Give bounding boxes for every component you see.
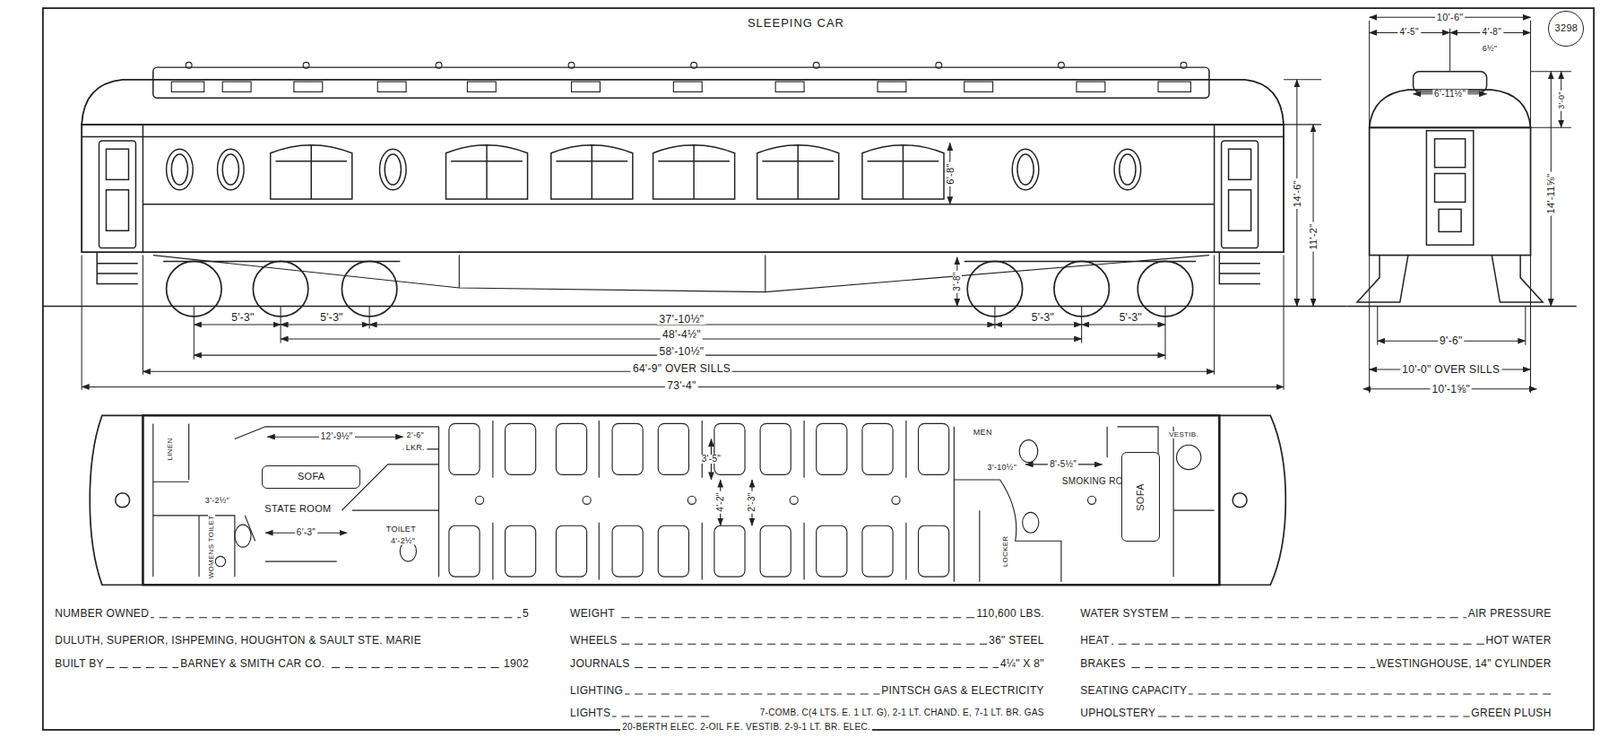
dimension-label: 5'-3" [229,311,256,323]
plan-label: 12'-9½" [319,432,355,442]
spec-table-cell: 1902 [501,657,531,669]
plan-label: MEN [971,427,995,436]
plan-label: WOMENS TOILET [207,513,216,581]
plan-label: TOILET [384,524,418,533]
spec-table-cell: SEATING CAPACITY [1078,684,1189,696]
spec-table-cell: JOURNALS [568,657,632,669]
spec-table-cell: PINTSCH GAS & ELECTRICITY [879,684,1047,696]
dimension-label: 10'-1⅝" [1429,383,1472,395]
sofa-outline: SOFA [1121,451,1160,542]
drawing-number: 3298 [1555,23,1579,34]
spec-table-cell: WEIGHT [568,607,617,619]
plan-label: LOCKER [1002,533,1010,569]
sofa-label: SOFA [1135,483,1146,511]
plan-label: 4'-2½" [389,536,417,545]
spec-table-cell: 110,600 LBS. [974,607,1046,619]
spec-table-cell: 36" STEEL [986,634,1047,646]
dimension-label: 5'-3" [318,311,345,323]
plan-label: STATE ROOM [262,502,333,513]
spec-table-cell: BRAKES [1078,657,1128,669]
dimension-label: 58'-10½" [657,345,707,357]
dimension-label: 11'-2" [1308,222,1319,252]
spec-table-cell: LIGHTS [568,707,613,718]
spec-table-cell: 20-BERTH ELEC. 2-OIL F.E. VESTIB. 2-9-1 … [620,722,873,732]
spec-table-cell: NUMBER OWNED [52,607,151,619]
dimension-label: 6'-11½" [1432,89,1468,99]
plan-label: 3'-2½" [203,495,232,504]
dimension-label: 14'-11⅝" [1546,172,1557,217]
plan-label: LINEN [166,435,174,462]
dimension-label: 10'-0" OVER SILLS [1400,363,1502,375]
spec-table-cell: BARNEY & SMITH CAR CO. [178,657,327,669]
plan-label: 2'-6" [405,430,426,439]
spec-table-cell: WATER SYSTEM [1078,607,1170,619]
spec-table-cell: BUILT BY [52,657,106,669]
dimension-label: 10'-6" [1435,12,1466,23]
sofa-outline: SOFA [261,465,361,489]
plan-label: 4'-2" [716,490,726,513]
spec-table-cell: WHEELS [568,634,619,646]
dimension-label: 9'-6" [1437,335,1464,346]
plan-label: LKR. [404,442,427,451]
spec-table-cell: GREEN PLUSH [1469,707,1553,718]
plan-label: 2'-3" [747,490,757,513]
dimension-label: 6'-8" [944,161,955,186]
plan-label: VESTIB. [1167,431,1201,439]
dimension-label: 3'-0" [1556,89,1566,111]
dimension-label: 48'-4½" [660,328,703,340]
spec-table-cell: HOT WATER [1483,634,1553,646]
plan-label: 8'-5½" [1047,459,1079,469]
plan-label: 3'-10½" [985,463,1020,472]
dimension-label: 37'-10½" [657,313,707,325]
spec-table-cell: UPHOLSTERY [1078,707,1158,718]
dimension-label: 5'-3" [1029,311,1056,323]
dimension-label: 4'-5" [1397,27,1420,37]
spec-table-cell: HEAT [1078,634,1111,646]
drawing-title: SLEEPING CAR [745,17,847,29]
plan-label: 3'-5" [700,454,723,464]
dimension-label: 3'-8" [952,269,962,293]
spec-table-cell: WESTINGHOUSE, 14" CYLINDER [1375,657,1554,669]
spec-table-cell: LIGHTING [568,684,625,696]
dimension-label: 6½" [1480,43,1500,52]
drawing-number-circle: 3298 [1548,10,1584,47]
spec-table-cell: AIR PRESSURE [1466,607,1554,619]
dimension-label: 14'-6" [1291,178,1302,209]
spec-table-cell: 4¼" X 8" [998,657,1047,669]
dimension-label: 4'-8" [1480,27,1504,37]
dimension-label: 73'-4" [665,380,698,391]
dimension-label: 5'-3" [1117,311,1144,323]
dimension-label: 64'-9" OVER SILLS [631,363,733,374]
spec-table-cell: DULUTH, SUPERIOR, ISHPEMING, HOUGHTON & … [52,634,424,646]
plan-label: 6'-3" [294,527,318,537]
sofa-label: SOFA [297,471,326,482]
spec-table-cell: 7-COMB. C(4 LTS. E. 1 LT. G), 2-1 LT. CH… [758,708,1047,718]
spec-table-cell: 5 [520,607,531,619]
